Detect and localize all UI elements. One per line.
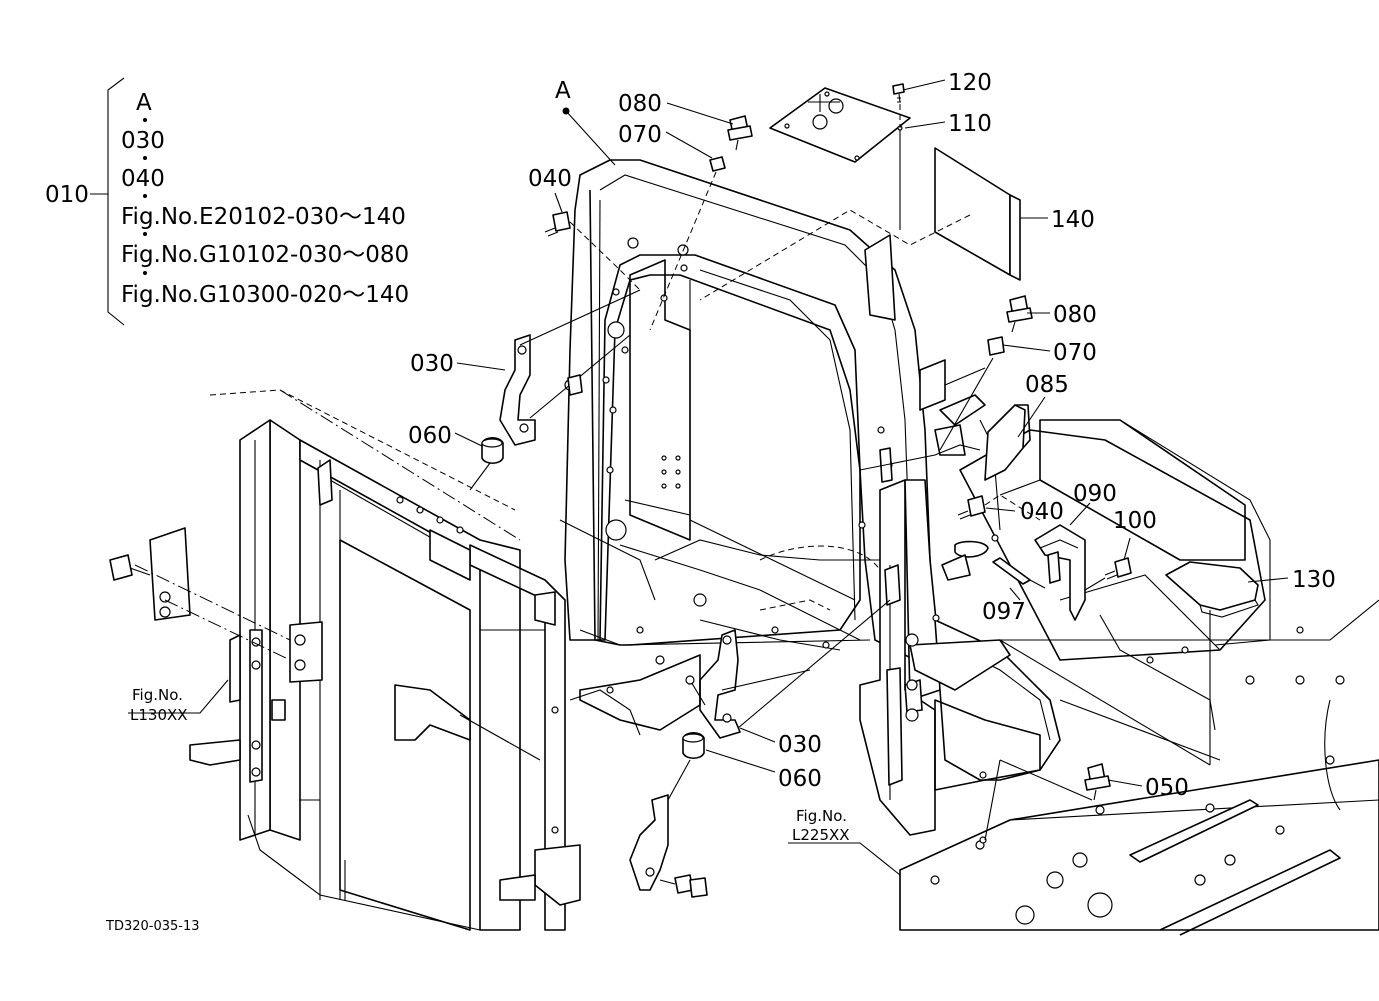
callout-030-lower: 030 (778, 732, 822, 758)
part-080-bolt-right (1006, 295, 1033, 333)
part-110-cover-plate (769, 87, 911, 163)
part-070-spacer-upper (709, 156, 726, 172)
assembly-item-040: 040 (121, 166, 165, 192)
callout-070-right: 070 (1053, 340, 1097, 366)
part-097-pin (992, 557, 1046, 589)
assembly-item-a: A (136, 90, 152, 116)
ref1-figno: Fig.No. (132, 686, 183, 704)
assembly-ref-g10300: Fig.No.G10300-020～140 (121, 282, 409, 308)
callout-040-right: 040 (1020, 499, 1064, 525)
part-080-bolt-upper (727, 115, 753, 151)
callout-060-lower: 060 (778, 766, 822, 792)
ref2-figno: Fig.No. (796, 807, 847, 825)
part-120-screw (892, 83, 905, 230)
part-085-cushion (984, 404, 1031, 481)
callout-097: 097 (982, 599, 1026, 625)
left-frame (109, 389, 581, 931)
ref1-leader (128, 679, 229, 714)
lower-bracket (629, 794, 708, 898)
part-060-mount-left (481, 436, 504, 465)
callout-040-left: 040 (528, 166, 572, 192)
part-070-spacer-right (987, 336, 1005, 356)
floor-deck (899, 419, 1379, 936)
callout-085: 085 (1025, 372, 1069, 398)
part-100-bolt (1104, 557, 1132, 580)
callout-110: 110 (948, 111, 992, 137)
center-subframe (559, 519, 881, 736)
part-140-pad (934, 147, 1021, 281)
assembly-ref-g10102: Fig.No.G10102-030～080 (121, 242, 409, 268)
callout-060-left: 060 (408, 423, 452, 449)
callout-080-upper: 080 (618, 91, 662, 117)
callout-030-left: 030 (410, 351, 454, 377)
callout-120: 120 (948, 70, 992, 96)
part-030-bracket-lower (699, 629, 741, 739)
callout-130: 130 (1292, 567, 1336, 593)
callout-050: 050 (1145, 775, 1189, 801)
callout-070-upper: 070 (618, 122, 662, 148)
assembly-bracket (90, 77, 147, 326)
part-040-bolt-left (544, 211, 571, 237)
assembly-parent-number: 010 (45, 182, 89, 208)
part-130-cover (1165, 561, 1259, 618)
figure-code: TD320-035-13 (105, 919, 200, 934)
part-090-bracket (1034, 524, 1086, 621)
view-a-marker: A (555, 78, 571, 104)
ref2-code: L225XX (792, 826, 850, 844)
ref2-leader (788, 842, 901, 876)
part-060-mount-lower (682, 731, 705, 760)
callout-080-right: 080 (1053, 302, 1097, 328)
part-040-bolt-right (957, 495, 986, 520)
callout-140: 140 (1051, 207, 1095, 233)
assembly-item-030: 030 (121, 128, 165, 154)
part-030-bracket-left (499, 334, 536, 446)
assembly-ref-e20102: Fig.No.E20102-030～140 (121, 204, 406, 230)
callout-100: 100 (1113, 508, 1157, 534)
ref1-code: L130XX (130, 706, 188, 724)
callout-090: 090 (1073, 481, 1117, 507)
part-050-bolt (1084, 763, 1111, 801)
